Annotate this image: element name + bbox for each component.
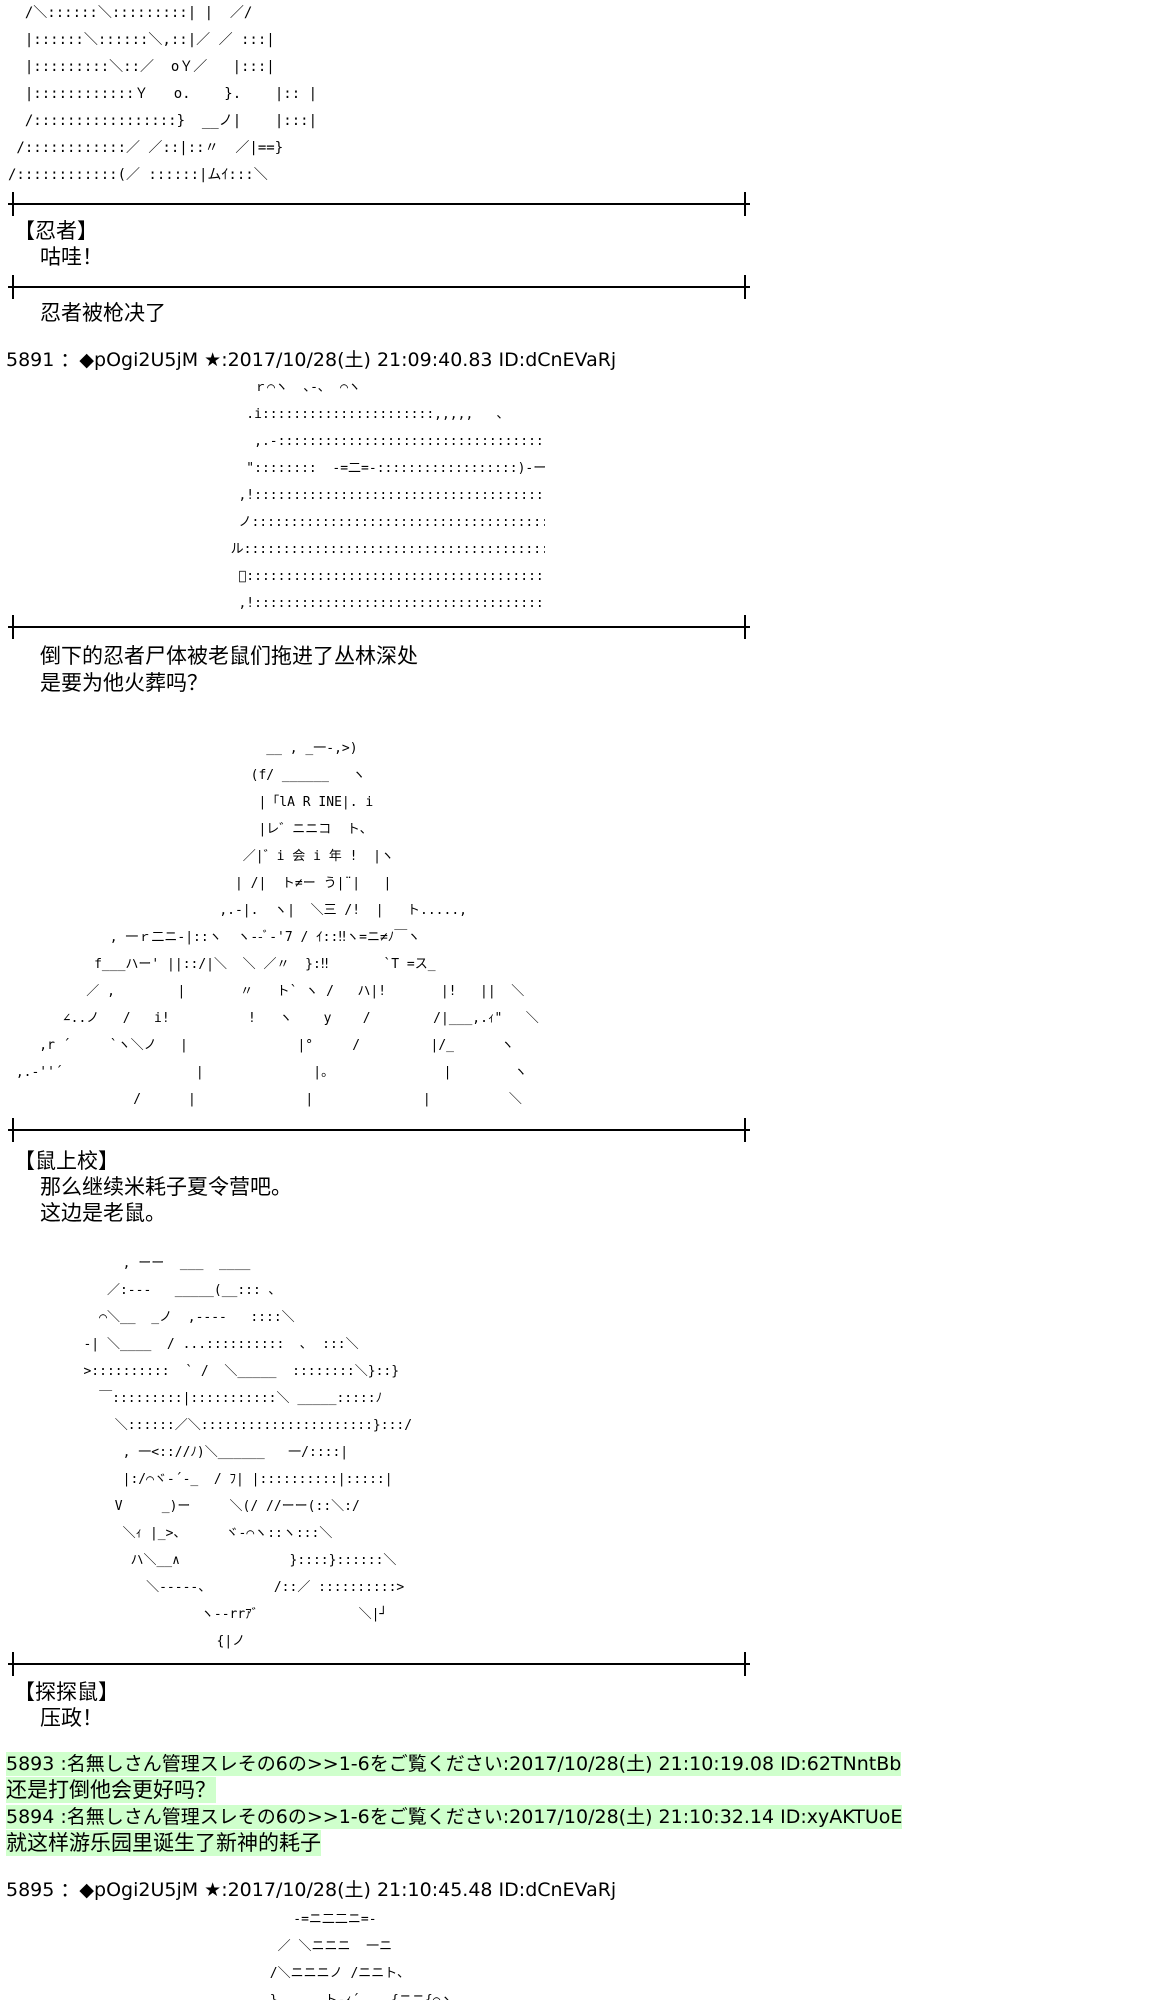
section-divider	[8, 1651, 750, 1677]
speaker-label: 【忍者】	[14, 219, 98, 243]
speaker-label: 【探探鼠】	[14, 1680, 119, 1704]
section-divider	[8, 614, 750, 640]
ascii-art-next: -=ニ二二ニ=- ／ ＼ニニニ 一ニ /＼ニニニノ /ニニト、 } ト-ｨ´ {…	[269, 1912, 454, 2000]
reply-text: 就这样游乐园里诞生了新神的耗子	[6, 1830, 321, 1856]
ascii-art-top: /＼::::::＼:::::::::| | ／/ |::::::＼::::::＼…	[8, 5, 318, 183]
ascii-art-marine-rat: __ , _一-,>) (f/ ______ ヽ |「lA R INE|. i …	[15, 741, 539, 1107]
post-header: 5893 :名無しさん管理スレその6の>>1-6をご覧ください:2017/10/…	[6, 1752, 902, 1776]
ascii-art-rat-pile: ｒ⌒ヽ ､-､ ⌒ヽ .i::::::::::::::::::::::,,,,,…	[230, 380, 545, 611]
dialogue-line: 这边是老鼠。	[40, 1201, 166, 1225]
section-divider	[8, 1117, 750, 1143]
post-header: 5894 :名無しさん管理スレその6の>>1-6をご覧ください:2017/10/…	[6, 1805, 903, 1829]
post-header: 5895 ：◆pOgi2U5jM ★:2017/10/28(土) 21:10:4…	[6, 1879, 617, 1901]
narration-line: 忍者被枪决了	[40, 301, 166, 325]
section-divider	[8, 274, 750, 300]
speaker-label: 【鼠上校】	[14, 1149, 119, 1173]
dialogue-line: 咕哇！	[40, 245, 103, 269]
post-header: 5891 ：◆pOgi2U5jM ★:2017/10/28(土) 21:09:4…	[6, 349, 617, 371]
ascii-art-scout-rat: , ーー ___ ____ ／:--- _____(__::: ､ ⌒＼__ _…	[83, 1256, 413, 1649]
narration-line: 倒下的忍者尸体被老鼠们拖进了丛林深处	[40, 644, 418, 668]
dialogue-line: 那么继续米耗子夏令营吧。	[40, 1175, 292, 1199]
section-divider	[8, 191, 750, 217]
narration-line: 是要为他火葬吗？	[40, 671, 208, 695]
dialogue-line: 压政！	[40, 1706, 103, 1730]
reply-text: 还是打倒他会更好吗？	[6, 1777, 216, 1803]
